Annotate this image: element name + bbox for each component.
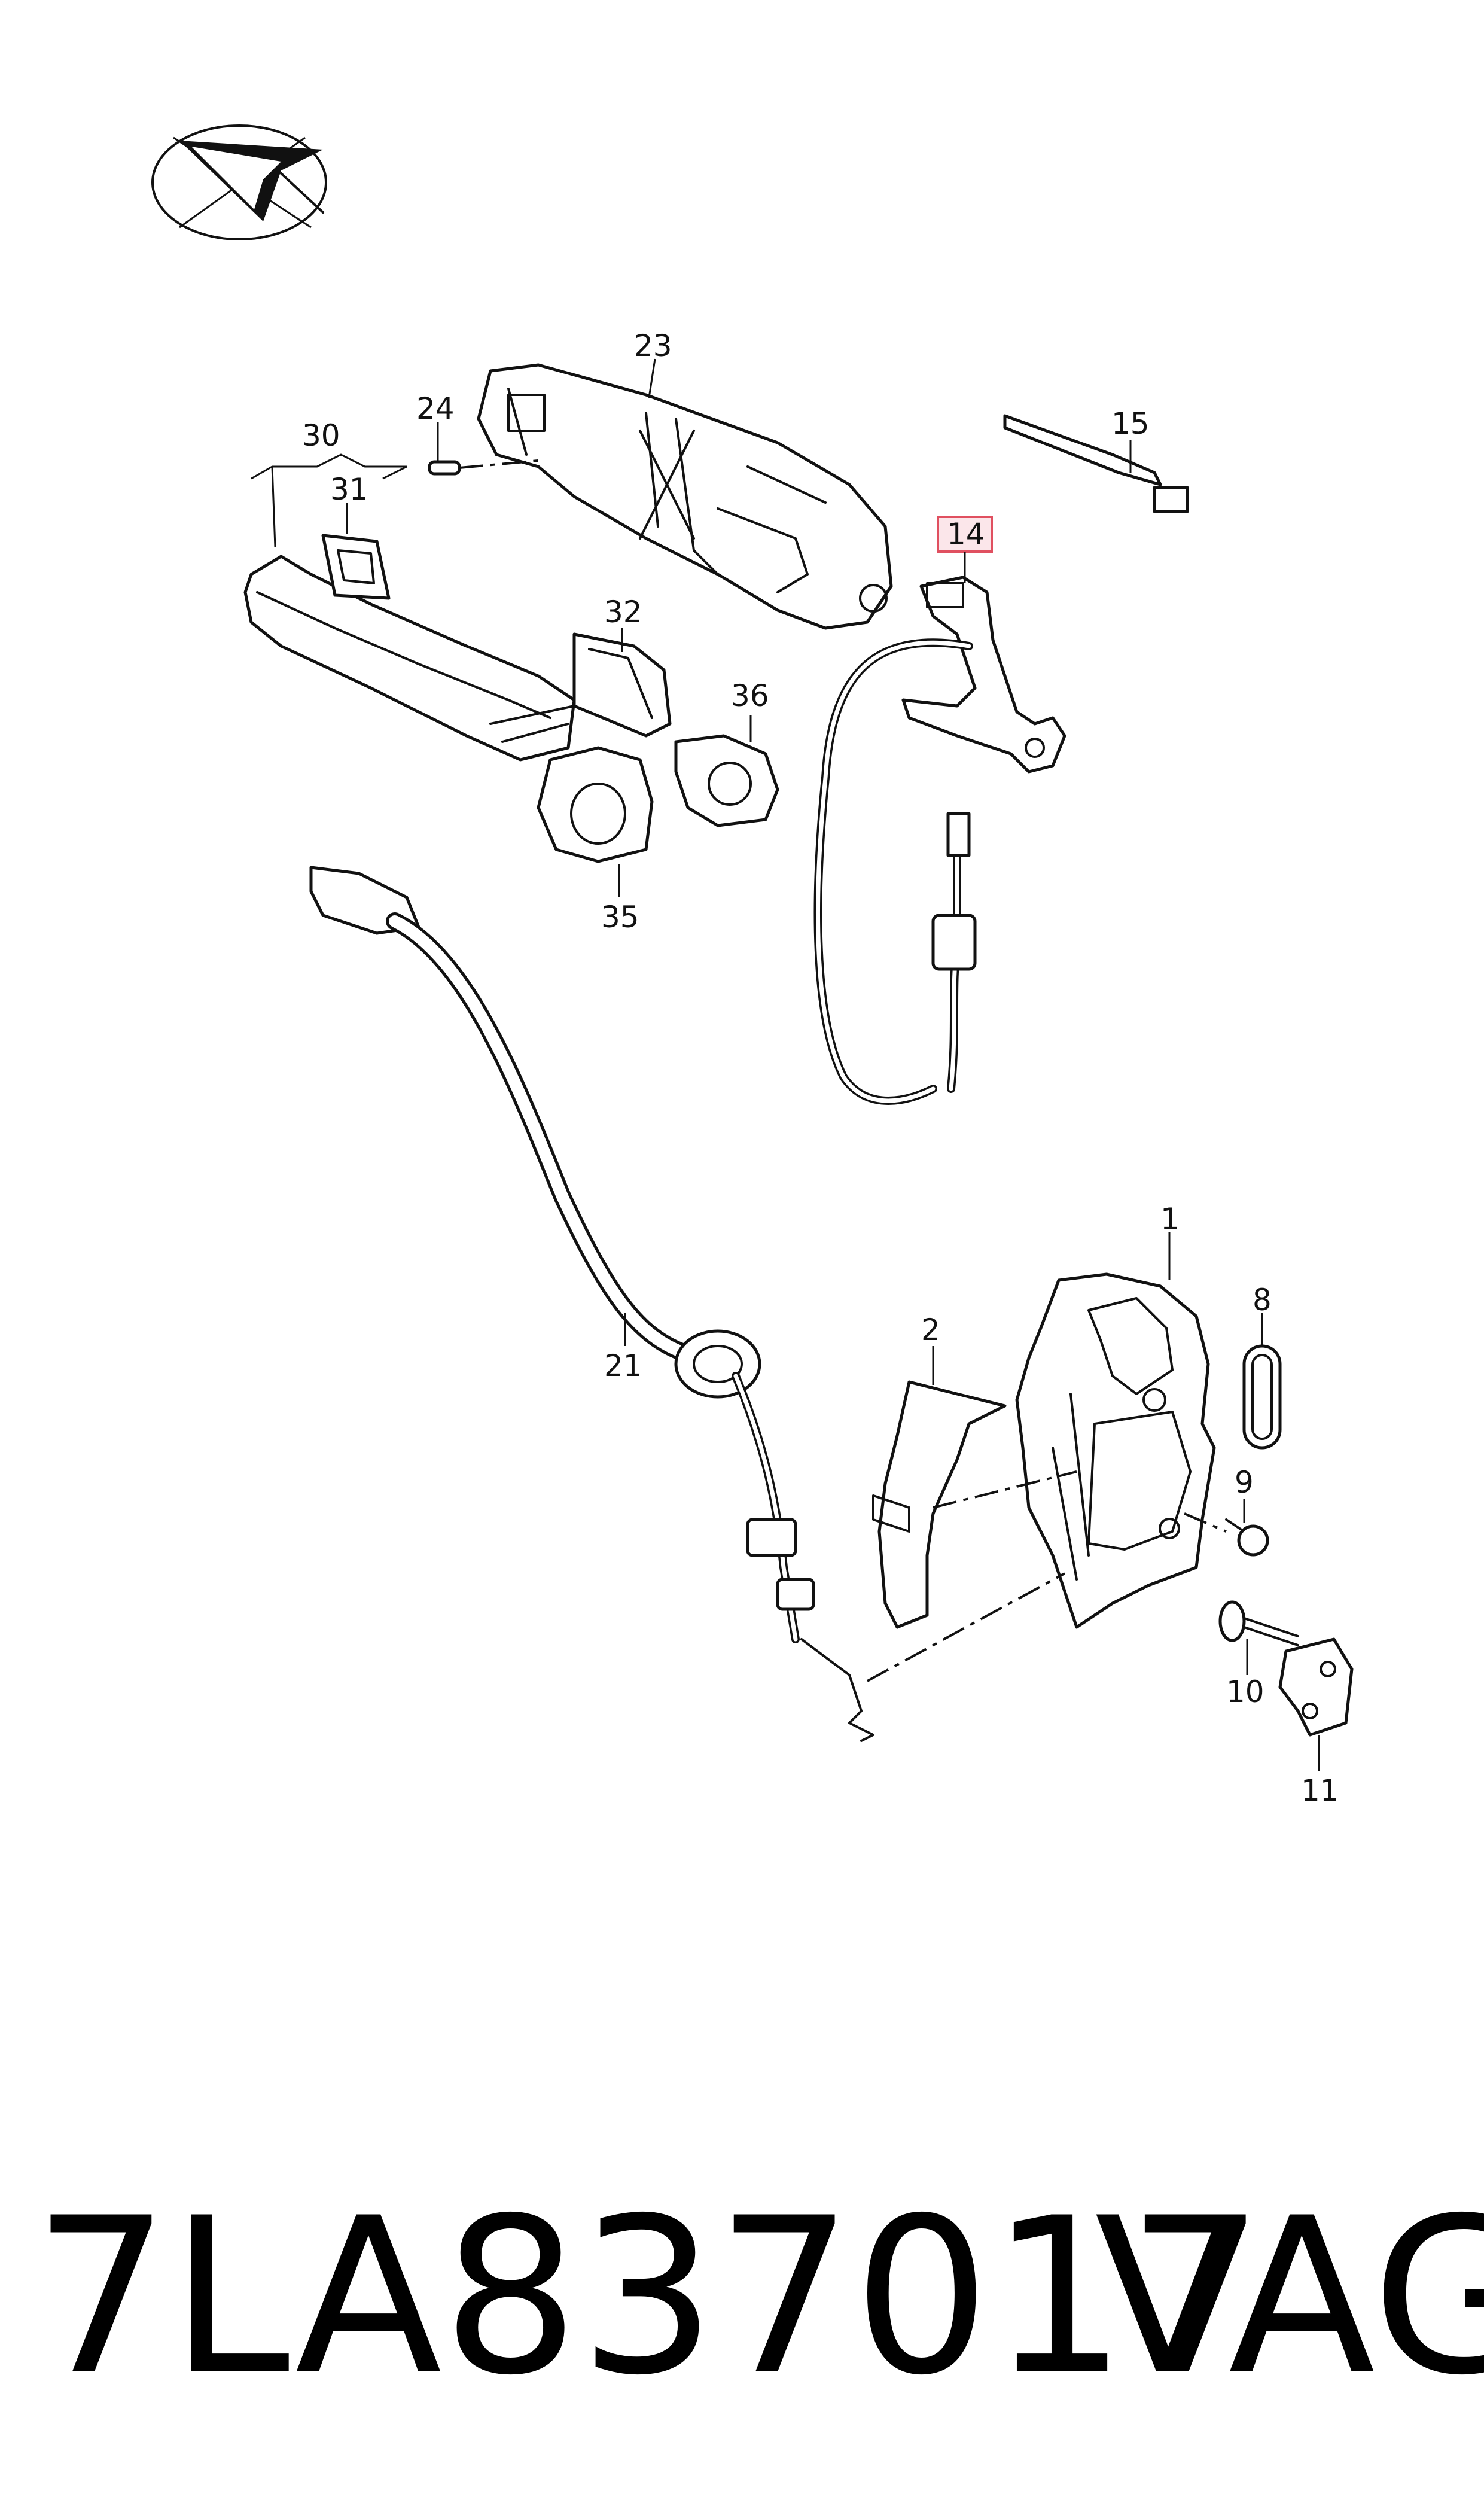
label-35: 35 [601, 900, 639, 934]
label-8: 8 [1253, 1283, 1272, 1317]
handle-cable-upper [813, 638, 977, 1105]
part-30-outer-handle [243, 555, 576, 762]
part-31-cap [321, 534, 391, 600]
label-2: 2 [921, 1313, 940, 1347]
assembly-line-c [1184, 1512, 1227, 1533]
part-21-lock-cable [309, 866, 874, 1742]
label-1: 1 [1160, 1202, 1180, 1237]
label-24: 24 [416, 391, 455, 426]
label-31: 31 [330, 472, 368, 507]
label-36: 36 [731, 678, 769, 713]
assembly-line-b [867, 1572, 1065, 1682]
label-21: 21 [604, 1348, 642, 1383]
label-10: 10 [1226, 1674, 1264, 1709]
part-32-seal [572, 632, 672, 738]
part-number: 7LA837017 [33, 2172, 1264, 2422]
part-11-striker-plate [1278, 1637, 1354, 1737]
part-8-seal-pad [1242, 1344, 1282, 1450]
part-36-insert [674, 734, 779, 827]
highlight-box-14 [937, 516, 993, 553]
label-14: 14 [947, 517, 985, 552]
label-9: 9 [1235, 1465, 1254, 1500]
part-1-door-lock [1015, 1272, 1216, 1629]
label-32: 32 [604, 595, 642, 629]
part-10-bolt [1218, 1600, 1299, 1646]
label-15: 15 [1111, 406, 1150, 441]
label-30: 30 [302, 418, 340, 453]
part-14-bracket [901, 576, 1066, 774]
part-9-screw [1225, 1518, 1269, 1557]
label-23: 23 [634, 328, 672, 363]
part-35-cylinder-cover [537, 746, 654, 863]
part-15-cable-tie [1003, 414, 1189, 513]
part-23-handle-carrier [477, 363, 893, 630]
label-11: 11 [1301, 1773, 1339, 1808]
part-24-screw [428, 459, 539, 476]
brand-name: VAG [1095, 2172, 1484, 2422]
arrow-orientation-icon [151, 124, 327, 240]
part-2-cover [872, 1380, 1007, 1629]
